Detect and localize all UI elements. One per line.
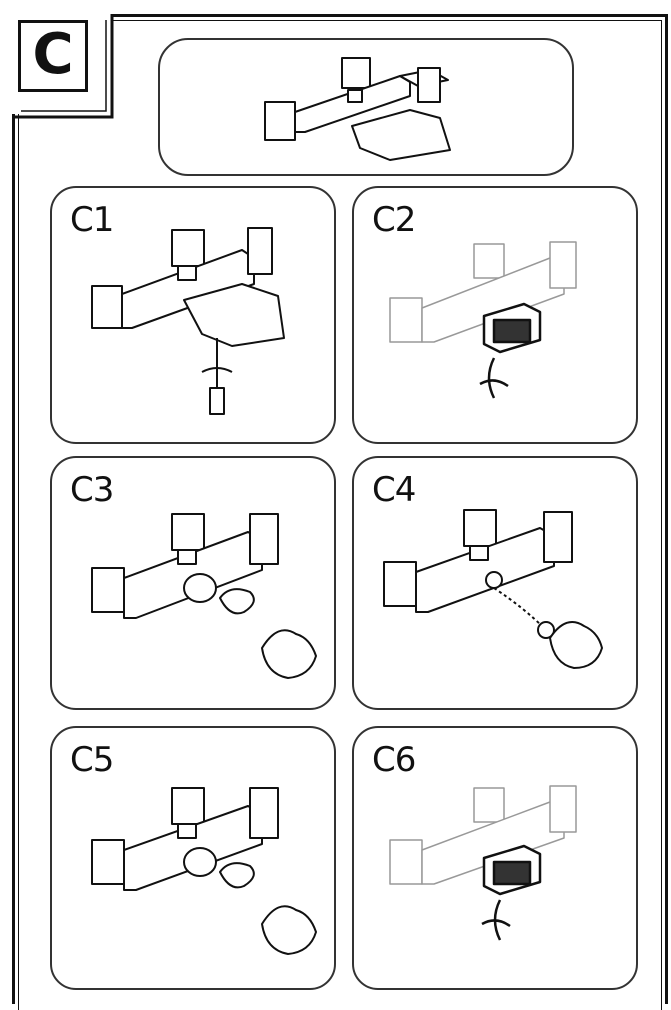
badge-step-lines bbox=[15, 14, 114, 119]
section-badge: C bbox=[18, 20, 88, 92]
step-label: C1 bbox=[70, 200, 114, 240]
step-panel-c2: C2 bbox=[352, 186, 638, 444]
c4-illustration bbox=[383, 509, 603, 669]
step-label: C5 bbox=[70, 740, 114, 780]
step-panel-c1: C1 bbox=[50, 186, 336, 444]
overview-panel bbox=[158, 38, 574, 176]
step-panel-c5: C5 bbox=[50, 726, 336, 990]
outer-frame bbox=[12, 14, 668, 1004]
step-panel-c3: C3 bbox=[50, 456, 336, 710]
c1-illustration bbox=[91, 227, 285, 415]
c2-illustration bbox=[389, 241, 577, 399]
c3-illustration bbox=[91, 513, 317, 679]
step-label: C3 bbox=[70, 470, 114, 510]
c6-illustration bbox=[389, 785, 577, 941]
step-label: C4 bbox=[372, 470, 416, 510]
inner-frame bbox=[18, 20, 662, 1010]
section-letter: C bbox=[32, 22, 74, 87]
step-panel-c6: C6 bbox=[352, 726, 638, 990]
step-panel-c4: C4 bbox=[352, 456, 638, 710]
step-label: C6 bbox=[372, 740, 416, 780]
step-label: C2 bbox=[372, 200, 416, 240]
overview-faucet-illustration bbox=[264, 57, 451, 161]
c5-illustration bbox=[91, 787, 317, 955]
